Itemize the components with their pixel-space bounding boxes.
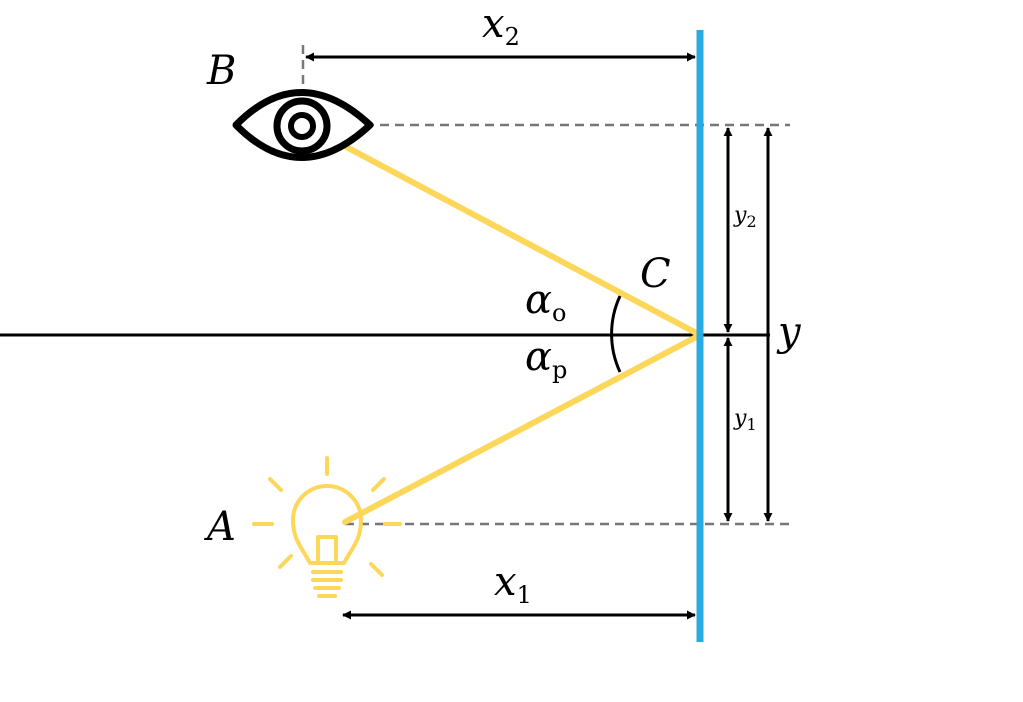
light-bulb-icon <box>252 456 402 598</box>
reflected-ray <box>302 122 703 338</box>
angle-arc <box>610 295 622 373</box>
x1-label: x1 <box>494 559 532 609</box>
alpha-p-label: αp <box>525 334 567 384</box>
alpha-o-label: αo <box>525 277 566 327</box>
x2-label: x2 <box>482 1 520 51</box>
point-a-label: A <box>203 504 236 550</box>
y1-label: y1 <box>733 406 757 434</box>
point-c-label: C <box>640 251 671 297</box>
y2-label: y2 <box>733 203 757 231</box>
y-label: y <box>776 309 802 355</box>
point-b-label: B <box>206 48 236 94</box>
eye-icon <box>232 89 374 161</box>
incident-ray <box>342 332 703 525</box>
